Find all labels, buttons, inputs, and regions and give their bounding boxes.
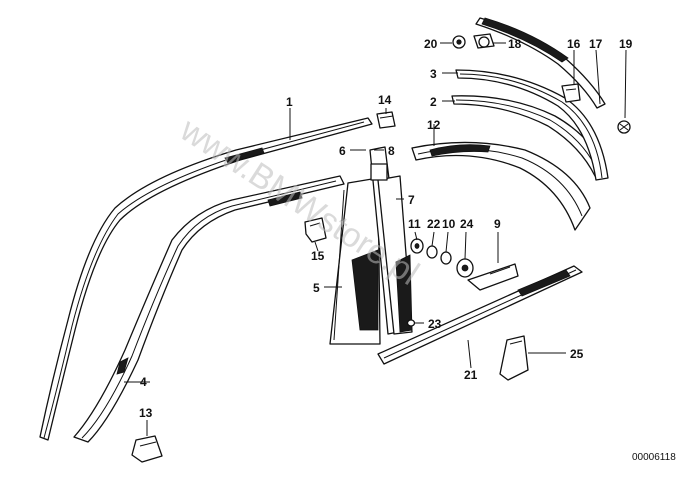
part-12-rear-trim[interactable] [411, 141, 591, 231]
callout-16: 16 [567, 37, 581, 51]
part-22-washer[interactable] [426, 245, 438, 259]
callout-12: 12 [427, 118, 441, 132]
part-25-end-cap[interactable] [499, 335, 529, 381]
callout-5: 5 [313, 281, 320, 295]
callout-3: 3 [430, 67, 437, 81]
part-11-bushing[interactable] [410, 238, 424, 254]
leader-lines [124, 42, 627, 436]
callout-14: 14 [378, 93, 392, 107]
callout-4: 4 [140, 375, 147, 389]
part-3-moulding[interactable] [455, 69, 609, 181]
callout-labels: 1 2 3 4 5 6 7 8 9 11 22 10 24 12 13 14 1… [139, 37, 633, 420]
part-19-screw[interactable] [617, 120, 631, 134]
callout-1: 1 [286, 95, 293, 109]
callout-25: 25 [570, 347, 584, 361]
part-10-washer[interactable] [440, 251, 452, 265]
part-5-window-trim[interactable] [329, 177, 381, 345]
callout-23: 23 [428, 317, 442, 331]
callout-9: 9 [494, 217, 501, 231]
part-20-washer[interactable] [452, 35, 466, 49]
part-4-frame-moulding[interactable] [73, 175, 345, 443]
callout-18: 18 [508, 37, 522, 51]
callout-15: 15 [311, 249, 325, 263]
part-14-clip[interactable] [376, 111, 396, 129]
callout-17: 17 [589, 37, 603, 51]
callout-13: 13 [139, 406, 153, 420]
diagram-code: 00006118 [632, 452, 676, 463]
part-7-pillar-trim[interactable] [369, 146, 413, 335]
callout-22: 22 [427, 217, 441, 231]
callout-8: 8 [388, 144, 395, 158]
callout-21: 21 [464, 368, 478, 382]
callout-19: 19 [619, 37, 633, 51]
part-17-seal[interactable] [475, 17, 606, 109]
part-24-bushing[interactable] [456, 258, 474, 278]
part-21-sill-moulding[interactable] [377, 265, 583, 365]
part-13-clip[interactable] [131, 435, 163, 463]
part-9-bracket[interactable] [467, 263, 519, 291]
part-18-nut[interactable] [473, 33, 495, 49]
callout-11: 11 [408, 217, 421, 231]
part-1-roof-moulding[interactable] [39, 117, 373, 441]
callout-2: 2 [430, 95, 437, 109]
part-15-clip[interactable] [304, 217, 327, 243]
callout-24: 24 [460, 217, 474, 231]
callout-6: 6 [339, 144, 346, 158]
callout-20: 20 [424, 37, 438, 51]
callout-7: 7 [408, 193, 415, 207]
part-16-clip[interactable] [561, 83, 581, 103]
part-23-plug[interactable] [406, 319, 416, 327]
callout-10: 10 [442, 217, 456, 231]
